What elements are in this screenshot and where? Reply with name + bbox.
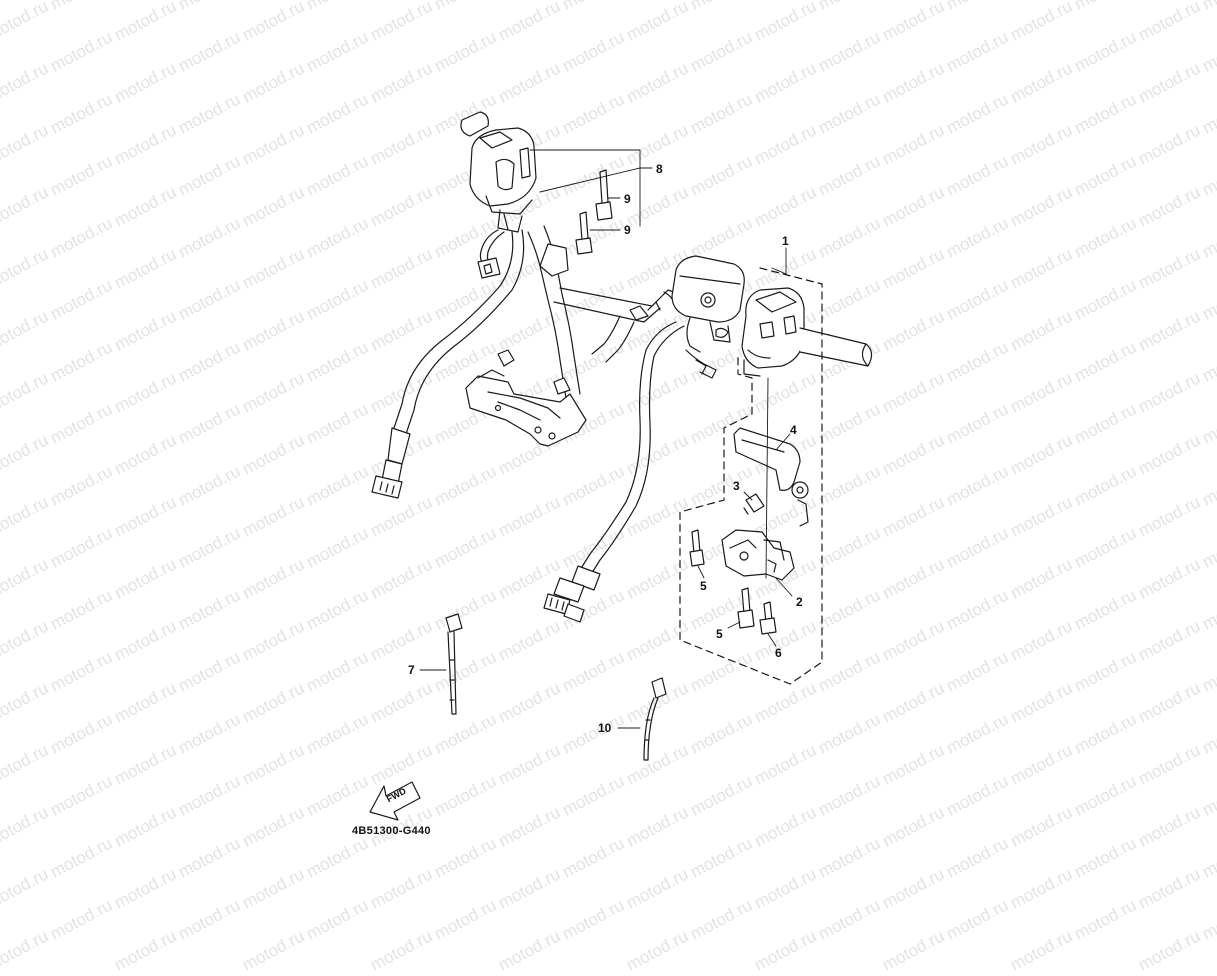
- callout-10: 10: [598, 721, 612, 735]
- left-switch-assembly: [469, 127, 537, 233]
- watermark-text: motod.ru: [1135, 926, 1204, 975]
- exploded-view-drawing: [369, 111, 873, 821]
- callout-5-upper: 5: [700, 579, 707, 593]
- center-wire-harness: [543, 321, 685, 623]
- watermark-text: motod.ru: [1007, 926, 1076, 975]
- left-pigtail-connector: [477, 229, 505, 279]
- lever-holder: [721, 499, 809, 581]
- switch-screw-9-upper: [595, 169, 613, 221]
- callout-7: 7: [408, 663, 415, 677]
- handlebar-tube: [527, 225, 691, 399]
- callout-9-upper: 9: [624, 192, 631, 206]
- leader-lines: [419, 149, 793, 729]
- watermark-text: motod.ru: [495, 926, 564, 975]
- watermark-text: motod.ru: [0, 926, 52, 975]
- diagram-code: 4B51300-G440: [352, 825, 431, 837]
- screw-5-lower: [737, 587, 755, 629]
- left-wire-harness: [371, 229, 525, 499]
- left-grip: [460, 111, 489, 137]
- callout-1: 1: [782, 234, 789, 248]
- cable-tie-10: [643, 677, 667, 761]
- watermark-text: motod.ru: [367, 926, 436, 975]
- switch-screw-9-lower: [575, 211, 593, 255]
- right-switch-assembly: [741, 287, 805, 377]
- watermark-text: motod.ru: [239, 926, 308, 975]
- callout-9-lower: 9: [624, 223, 631, 237]
- brake-lever: [733, 427, 809, 499]
- part-1-group-outline: [679, 267, 823, 685]
- cable-tie-7: [445, 613, 463, 715]
- mounting-bracket: [465, 349, 587, 447]
- screw-6: [759, 601, 777, 635]
- screw-5-upper: [689, 529, 705, 567]
- callout-8: 8: [656, 162, 663, 176]
- callout-5-lower: 5: [716, 627, 723, 641]
- watermark-text: motod.ru: [879, 926, 948, 975]
- callout-4: 4: [790, 423, 797, 437]
- callout-6: 6: [775, 646, 782, 660]
- callout-2: 2: [796, 595, 803, 609]
- callout-3: 3: [733, 479, 740, 493]
- watermark-text: motod.ru: [623, 926, 692, 975]
- watermark-text: motod.ru: [751, 926, 820, 975]
- master-cylinder: [671, 255, 745, 379]
- right-grip: [799, 327, 873, 367]
- pivot-pin: [743, 493, 765, 515]
- part-1-leader-vertical: [765, 377, 769, 579]
- watermark-text: motod.ru: [111, 926, 180, 975]
- fwd-arrow: [369, 781, 421, 821]
